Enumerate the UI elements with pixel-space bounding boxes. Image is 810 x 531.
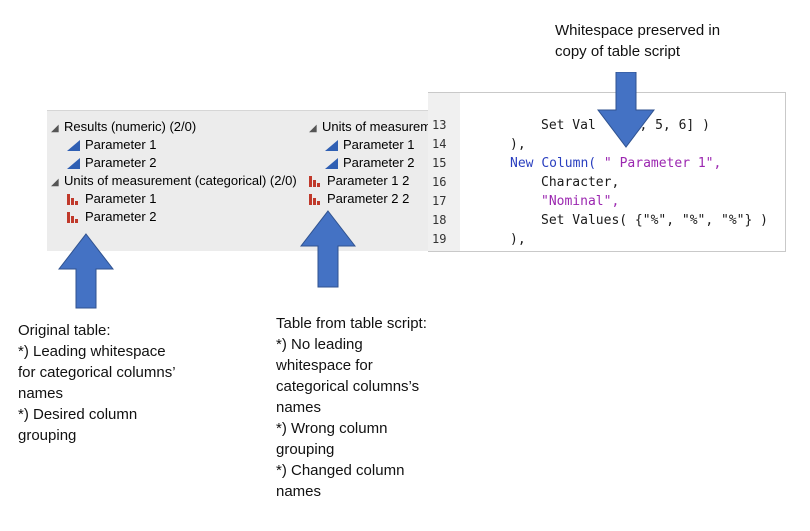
column-item[interactable]: Parameter 1 (67, 136, 157, 154)
categorical-column-icon (67, 194, 80, 206)
annotation-line: grouping (276, 441, 335, 458)
annotation-line: Table from table script: (276, 315, 427, 332)
code-line[interactable]: "Nominal", (541, 194, 620, 209)
annotation-line: names (18, 385, 64, 402)
annotation-line: *) Changed column (276, 462, 405, 479)
code-line[interactable]: Set Values( {"%", "%", "%"} ) (541, 213, 768, 228)
column-item[interactable]: Parameter 1 2 (309, 172, 409, 190)
line-number-gutter: 13 14 15 16 17 18 19 (428, 93, 460, 251)
code-line[interactable]: ), (510, 232, 526, 247)
down-arrow-icon (596, 72, 656, 148)
annotation-line: names (276, 399, 322, 416)
line-number: 17 (432, 194, 447, 208)
annotation-line: grouping (18, 427, 77, 444)
original-table-annotation: Original table: *) Leading whitespace fo… (18, 320, 176, 446)
original-columns-panel: ◢Results (numeric) (2/0) Parameter 1 Par… (47, 110, 306, 251)
annotation-line: *) Desired column (18, 406, 138, 423)
line-number: 19 (432, 232, 447, 246)
column-group-units[interactable]: ◢Units of measurement (categorical) (2/0… (51, 172, 297, 190)
categorical-column-icon (67, 212, 80, 224)
numeric-column-icon (325, 158, 338, 170)
collapse-triangle-icon[interactable]: ◢ (309, 123, 317, 134)
column-item[interactable]: Parameter 2 (67, 208, 157, 226)
categorical-column-icon (309, 176, 322, 188)
annotation-line: names (276, 483, 322, 500)
collapse-triangle-icon[interactable]: ◢ (51, 177, 59, 188)
categorical-column-icon (309, 194, 322, 206)
annotation-line: categorical columns’s (276, 378, 420, 395)
line-number: 15 (432, 156, 447, 170)
up-arrow-icon (58, 233, 114, 309)
script-table-annotation: Table from table script: *) No leading w… (276, 313, 427, 502)
annotation-line: Original table: (18, 322, 111, 339)
column-group-results[interactable]: ◢Results (numeric) (2/0) (51, 118, 196, 136)
numeric-column-icon (67, 140, 80, 152)
annotation-line: whitespace for (276, 357, 373, 374)
line-number: 18 (432, 213, 447, 227)
annotation-line: for categorical columns’ (18, 364, 176, 381)
column-item[interactable]: Parameter 1 (325, 136, 415, 154)
top-annotation-line: Whitespace preserved in (555, 22, 721, 39)
collapse-triangle-icon[interactable]: ◢ (51, 123, 59, 134)
code-line[interactable]: Character, (541, 175, 620, 190)
annotation-line: *) Leading whitespace (18, 343, 166, 360)
line-number: 13 (432, 118, 447, 132)
top-annotation-line: copy of table script (555, 43, 681, 60)
numeric-column-icon (325, 140, 338, 152)
numeric-column-icon (67, 158, 80, 170)
script-columns-panel: ◢Units of measurement Parameter 1 Parame… (305, 110, 428, 251)
code-line[interactable]: ), (510, 137, 526, 152)
column-item[interactable]: Parameter 2 (325, 154, 415, 172)
column-group-units[interactable]: ◢Units of measurement (309, 118, 428, 136)
line-number: 16 (432, 175, 447, 189)
column-item[interactable]: Parameter 2 (67, 154, 157, 172)
column-item[interactable]: Parameter 1 (67, 190, 157, 208)
line-number: 14 (432, 137, 447, 151)
up-arrow-icon (300, 210, 356, 288)
column-item[interactable]: Parameter 2 2 (309, 190, 409, 208)
annotation-line: *) No leading (276, 336, 363, 353)
annotation-line: *) Wrong column (276, 420, 388, 437)
top-annotation: Whitespace preserved in copy of table sc… (555, 20, 720, 62)
code-line[interactable]: New Column( " Parameter 1", (510, 156, 722, 171)
